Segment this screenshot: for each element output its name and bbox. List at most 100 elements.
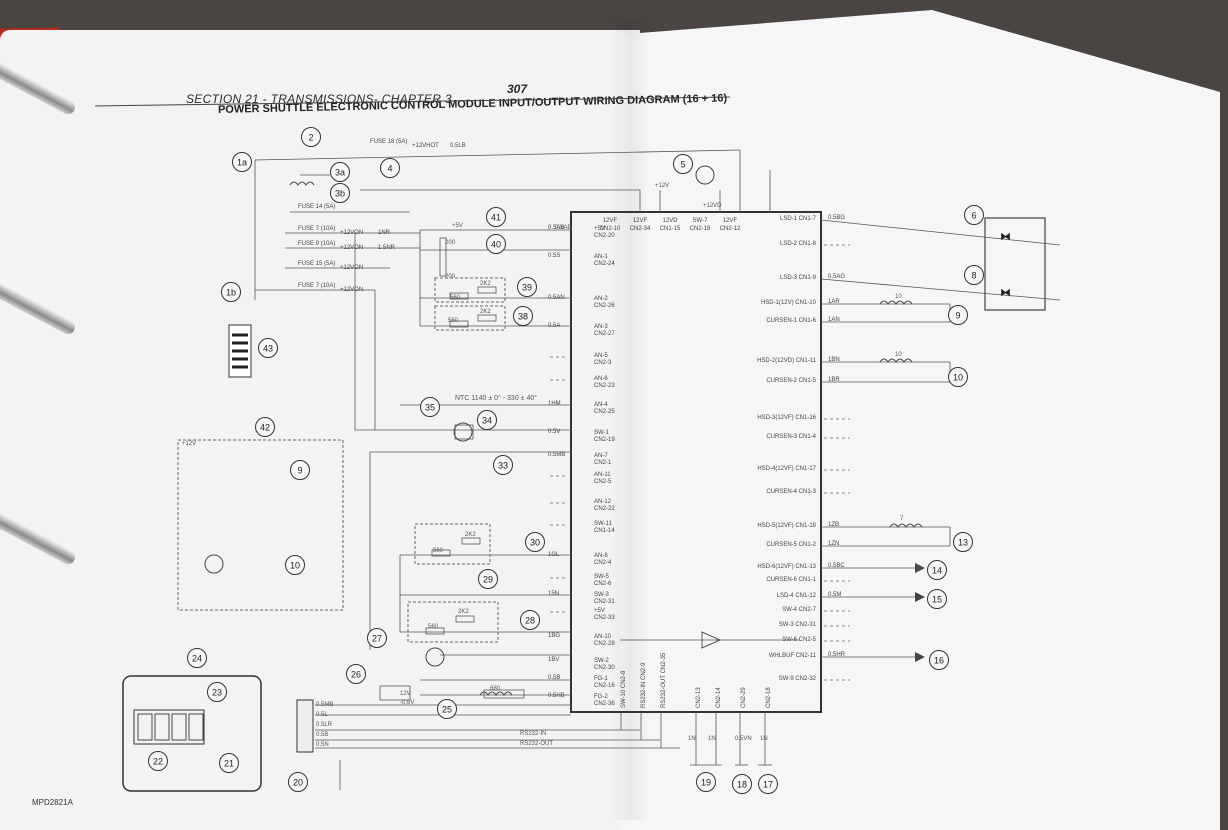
coil-icon: [479, 691, 513, 696]
wire-label: 0.5LB: [450, 143, 466, 149]
wire-label: 1ZN: [828, 541, 839, 547]
resistor-label: 560: [450, 295, 461, 301]
callout-number: 33: [498, 461, 508, 471]
callout-number: 25: [442, 705, 452, 715]
callout-circle: [330, 162, 350, 182]
callout-number: 10: [953, 373, 963, 383]
module-pin-id: CN2-34: [630, 226, 651, 232]
wire-label: 0.5B: [548, 675, 560, 681]
callout-number: 22: [153, 757, 163, 767]
speed-sensor-icon: [425, 647, 445, 667]
callout-number: 9: [955, 311, 960, 321]
resistor-label: 200: [445, 274, 456, 280]
supply-label: +12VON: [340, 230, 363, 236]
module-pin-id: CN1-14: [594, 528, 615, 534]
connector-strip: [296, 699, 314, 753]
callout-circle: [437, 699, 457, 719]
output-wiring: [620, 219, 1061, 658]
callout-number: 17: [763, 780, 773, 790]
coil-icon: [889, 523, 923, 528]
module-pin-name: FG-1: [594, 676, 608, 682]
wire-label: 0.5VN: [735, 736, 752, 742]
callout-number: 21: [224, 759, 234, 769]
module-pin-label: SW-9 CN2-32: [779, 676, 817, 682]
module-pin-label: CURSEN-4 CN1-3: [766, 489, 816, 495]
module-pin-label: WHLBUF CN2-11: [769, 653, 817, 659]
callout-number: 41: [491, 213, 501, 223]
module-pin-label: HSD-1(12V) CN1-10: [761, 300, 817, 306]
wire-label: 1BG: [548, 633, 560, 639]
callout-circle: [964, 205, 984, 225]
wire-label: 0.5S: [548, 253, 560, 259]
callout-circle: [219, 753, 239, 773]
module-pin-name: +5V: [594, 608, 605, 614]
right-page: [620, 10, 1220, 830]
callout-circle: [948, 305, 968, 325]
module-pin-name: AN-12: [594, 499, 612, 505]
callout-circle: [288, 772, 308, 792]
module-pin-label: SW-10 CN2-8: [621, 670, 627, 708]
module-left-pins: +5VCN2-200.5ABAN-1CN2-240.5SAN-2CN2-260.…: [548, 225, 615, 707]
supply-label: +12VON: [340, 245, 363, 251]
callout-circle: [290, 460, 310, 480]
module-pin-label: CURSEN-2 CN1-5: [766, 378, 816, 384]
module-pin-id: CN2-5: [594, 479, 612, 485]
page-number: 307: [507, 82, 528, 96]
module-pin-name: AN-4: [594, 402, 608, 408]
module-pin-label: LSD-1 CN1-7: [780, 216, 817, 222]
wire-label: 0.5MB: [548, 452, 565, 458]
callout-number: 3a: [335, 168, 345, 178]
module-pin-label: HSD-6(12VF) CN1-13: [757, 564, 816, 570]
module-pin-id: CN2-4: [594, 560, 612, 566]
module-pin-id: CN2-10: [600, 226, 621, 232]
reference-code: MPD2821A: [32, 798, 73, 807]
module-pin-label: LSD-3 CN1-9: [780, 275, 817, 281]
coil-icon: [879, 300, 913, 305]
rs232-out-label: RS232-OUT: [520, 741, 553, 747]
module-pin-label: CURSEN-6 CN1-1: [766, 577, 816, 583]
module-pin-name: AN-5: [594, 353, 608, 359]
callout-number: 15: [932, 595, 942, 605]
wire-label: 1BR: [828, 377, 840, 383]
callout-number: 23: [212, 688, 222, 698]
callout-circle: [673, 154, 693, 174]
wire-label: 0.5V: [548, 429, 560, 435]
module-pin-name: AN-2: [594, 296, 608, 302]
callout-number: 10: [290, 561, 300, 571]
resistor-label: 560: [433, 548, 444, 554]
callout-circle: [221, 282, 241, 302]
coil-icon: [879, 358, 913, 363]
callout-number: 42: [260, 423, 270, 433]
callout-circle: [207, 682, 227, 702]
module-pin-label: CURSEN-5 CN1-2: [766, 542, 816, 548]
wire-label: 1NR: [378, 230, 391, 236]
module-pin-id: CN2-30: [594, 665, 615, 671]
lever-connector: [133, 709, 205, 745]
lever-unit-box: [122, 675, 262, 792]
module-pin-name: FG-2: [594, 694, 608, 700]
module-pin-name: AN-1: [594, 254, 608, 260]
resistor-label: 2K2: [465, 532, 476, 538]
callout-circle: [285, 555, 305, 575]
resistor-label: 560: [448, 318, 459, 324]
fuse-label: FUSE 18 (5A): [370, 139, 407, 145]
callout-circle: [380, 158, 400, 178]
wire-label: 1N: [708, 736, 716, 742]
module-pin-name: 12VD: [662, 218, 678, 224]
callout-circle: [493, 455, 513, 475]
callout-circle: [301, 127, 321, 147]
module-pin-label: LSD-4 CN1-12: [777, 593, 817, 599]
module-pin-name: AN-6: [594, 376, 608, 382]
callout-number: 6: [971, 211, 976, 221]
module-pin-name: SW-5: [594, 574, 610, 580]
callout-circle: [258, 338, 278, 358]
module-pin-id: CN2-22: [594, 506, 615, 512]
callout-number: 34: [482, 416, 492, 426]
wire-label: 0.5BC: [828, 563, 845, 569]
module-pin-label: HSD-3(12VF) CN1-16: [757, 415, 816, 421]
wire-label: 0.5LR: [316, 722, 333, 728]
callout-circle: [758, 774, 778, 794]
